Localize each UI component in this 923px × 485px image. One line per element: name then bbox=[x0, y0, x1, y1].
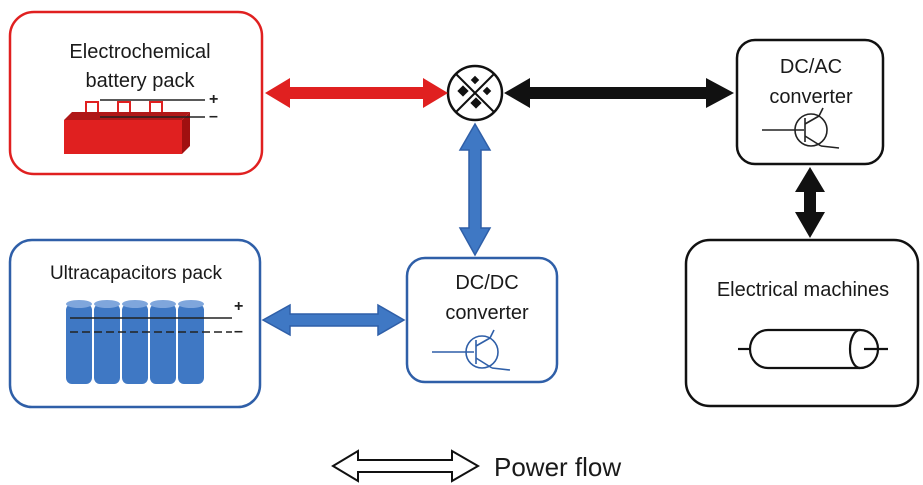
machines-block bbox=[684, 238, 920, 408]
dcac-label: DC/AC converter bbox=[769, 56, 853, 108]
legend-label: Power flow bbox=[494, 452, 622, 482]
machines-label: Electrical machines bbox=[716, 279, 890, 301]
svg-text:–: – bbox=[209, 108, 218, 125]
hub-dcac-arrow bbox=[504, 78, 734, 108]
switch-junction-icon bbox=[446, 64, 504, 122]
dcac-transistor-icon bbox=[762, 107, 840, 149]
svg-text:+: + bbox=[209, 91, 218, 108]
motor-icon bbox=[738, 328, 888, 370]
battery-hub-arrow bbox=[265, 78, 448, 108]
dcac-block bbox=[735, 38, 885, 166]
double-arrow-outline-icon bbox=[331, 449, 481, 483]
capacitor-cells-icon: + – bbox=[66, 298, 243, 384]
svg-text:+: + bbox=[234, 298, 243, 315]
dcdc-label: DC/DC converter bbox=[445, 272, 529, 324]
ultracap-dcdc-arrow bbox=[261, 303, 406, 337]
hub-dcdc-arrow bbox=[458, 122, 492, 257]
ultracap-label: Ultracapacitors pack bbox=[49, 263, 223, 284]
battery-label: Electrochemical battery pack bbox=[69, 41, 211, 92]
svg-text:–: – bbox=[234, 323, 243, 340]
dcac-machines-arrow bbox=[795, 167, 825, 238]
dcdc-block bbox=[405, 256, 559, 384]
dcdc-transistor-icon bbox=[432, 329, 511, 371]
battery-icon: + – bbox=[64, 91, 218, 154]
